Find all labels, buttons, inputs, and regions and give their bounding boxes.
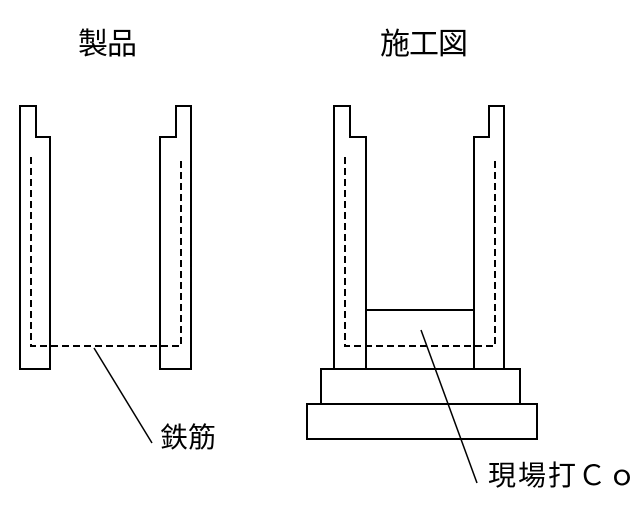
- base-slab-upper: [320, 368, 521, 405]
- construction-u-section: [306, 105, 538, 484]
- base-slab-lower: [306, 403, 538, 440]
- rebar-label: 鉄筋: [160, 421, 217, 454]
- product-rebar-dashed: [30, 157, 182, 347]
- construction-drawing-title: 施工図: [380, 27, 468, 62]
- product-left-wall: [19, 105, 51, 370]
- construction-left-wall: [333, 105, 367, 370]
- cast-in-place-concrete-label: 現場打Ｃｏ: [488, 459, 639, 492]
- construction-right-wall: [473, 105, 505, 370]
- cast-in-place-block: [365, 309, 475, 370]
- product-title: 製品: [78, 27, 137, 62]
- product-u-section: [19, 105, 192, 444]
- cast-in-place-leader-line: [420, 329, 478, 484]
- construction-rebar-dashed: [344, 157, 496, 347]
- product-right-wall: [159, 105, 192, 370]
- rebar-leader-line: [93, 347, 153, 444]
